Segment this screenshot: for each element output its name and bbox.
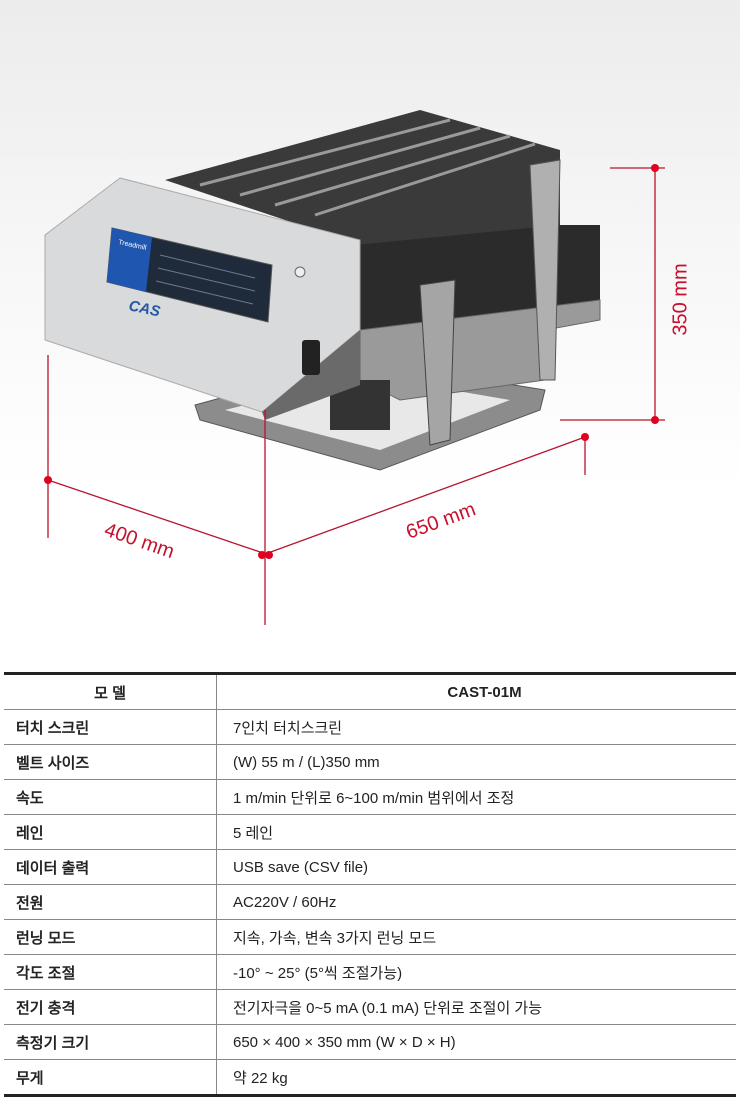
dimension-lines (47, 167, 665, 625)
spec-key: 각도 조절 (4, 954, 217, 990)
spec-key: 레인 (4, 814, 217, 850)
spec-key: 전원 (4, 884, 217, 920)
angle-bracket (529, 159, 561, 381)
table-row: 벨트 사이즈(W) 55 m / (L)350 mm (4, 744, 736, 780)
spec-key: 벨트 사이즈 (4, 744, 217, 780)
spec-value: 5 레인 (216, 814, 736, 850)
spec-value: 전기자극을 0~5 mA (0.1 mA) 단위로 조절이 가능 (216, 989, 736, 1025)
spec-key: 전기 충격 (4, 989, 217, 1025)
spec-value: (W) 55 m / (L)350 mm (216, 744, 736, 780)
screen-data-lines (155, 254, 256, 305)
lane-dividers (199, 118, 536, 217)
dimension-dots (44, 164, 659, 559)
spec-value: 약 22 kg (216, 1059, 736, 1096)
spec-value: -10° ~ 25° (5°씩 조절가능) (216, 954, 736, 990)
drive-arm (419, 279, 456, 446)
treadmill-device-illustration: Treadmill CAS (44, 110, 665, 625)
table-row: 각도 조절 -10° ~ 25° (5°씩 조절가능) (4, 954, 736, 990)
spec-value: 지속, 가속, 변속 3가지 런닝 모드 (216, 919, 736, 955)
spec-key: 데이터 출력 (4, 849, 217, 885)
cas-logo: CAS (127, 297, 162, 320)
spec-key: 속도 (4, 779, 217, 815)
screen-sidebar (107, 228, 152, 292)
power-knob (294, 266, 306, 278)
header-key: 모 델 (4, 673, 217, 710)
lane-cover (165, 110, 560, 245)
spec-key: 측정기 크기 (4, 1024, 217, 1060)
spec-value: AC220V / 60Hz (216, 884, 736, 920)
spec-value: 1 m/min 단위로 6~100 m/min 범위에서 조정 (216, 779, 736, 815)
spec-key: 터치 스크린 (4, 709, 217, 745)
header-value: CAST-01M (216, 673, 736, 710)
power-switch (302, 340, 320, 375)
spec-key: 런닝 모드 (4, 919, 217, 955)
spec-value: 7인치 터치스크린 (216, 709, 736, 745)
spec-value: 650 × 400 × 350 mm (W × D × H) (216, 1024, 736, 1060)
product-image-area: Treadmill CAS 400 mm 650 mm 350 mm (0, 0, 740, 650)
spec-key: 무게 (4, 1059, 217, 1096)
spec-value: USB save (CSV file) (216, 849, 736, 885)
table-header-row: 모 델 CAST-01M (4, 673, 736, 710)
height-dimension-label: 350 mm (669, 263, 692, 336)
